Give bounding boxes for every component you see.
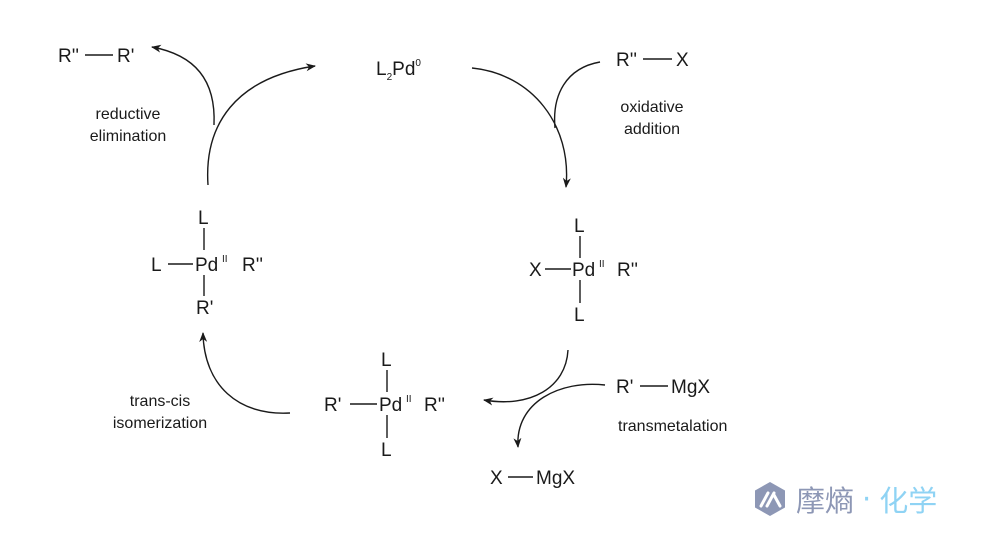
watermark-dot: ·: [862, 482, 872, 516]
product-r2: R'': [58, 46, 79, 67]
step-reductive-elimination-2: elimination: [90, 128, 166, 145]
svg-text:R'': R'': [424, 395, 445, 416]
step-reductive-elimination-1: reductive: [96, 106, 161, 123]
transmetalation-complex: L R' Pd II R'' L: [324, 350, 445, 461]
watermark: 摩熵 · 化学: [752, 478, 937, 520]
step-transmetalation: transmetalation: [618, 418, 727, 435]
svg-text:L: L: [381, 440, 392, 461]
step-oxidative-addition-2: addition: [624, 121, 680, 138]
svg-text:R': R': [324, 395, 341, 416]
step-isomerization-1: trans-cis: [130, 393, 190, 410]
substrate-r2: R'': [616, 50, 637, 71]
arrow-to-catalyst: [206, 63, 316, 186]
product-r1: R': [117, 46, 134, 67]
grignard-mgx: MgX: [671, 377, 710, 398]
arrow-transmetalation: [483, 349, 569, 406]
svg-text:X: X: [529, 260, 542, 281]
arrow-substrate-in: [553, 61, 601, 129]
svg-text:L: L: [151, 255, 162, 276]
svg-text:L: L: [574, 216, 585, 237]
svg-text:L: L: [198, 208, 209, 229]
svg-text:R': R': [196, 298, 213, 319]
catalyst-label: L2Pd0: [376, 58, 421, 83]
arrow-oxidative-addition: [471, 67, 571, 188]
svg-text:II: II: [406, 394, 412, 405]
watermark-brand: 摩熵: [796, 484, 855, 518]
arrow-grignard-to-byproduct: [513, 383, 606, 448]
svg-text:Pd: Pd: [379, 395, 402, 416]
arrow-to-product: [151, 44, 215, 126]
step-oxidative-addition-1: oxidative: [620, 99, 683, 116]
arrow-isomerization: [199, 332, 291, 414]
watermark-logo-icon: [755, 482, 785, 516]
oxidative-addition-complex: L X Pd II R'' L: [529, 216, 638, 326]
byproduct-x: X: [490, 468, 503, 489]
svg-text:L: L: [381, 350, 392, 371]
cis-complex: L L Pd II R'' R': [151, 208, 263, 319]
grignard-r1: R': [616, 377, 633, 398]
byproduct-mgx: MgX: [536, 468, 575, 489]
svg-text:L: L: [574, 305, 585, 326]
svg-text:R'': R'': [242, 255, 263, 276]
svg-text:Pd: Pd: [195, 255, 218, 276]
watermark-suffix: 化学: [879, 484, 938, 518]
svg-text:II: II: [599, 259, 605, 270]
substrate-x: X: [676, 50, 689, 71]
svg-text:Pd: Pd: [572, 260, 595, 281]
svg-text:R'': R'': [617, 260, 638, 281]
step-isomerization-2: isomerization: [113, 415, 207, 432]
svg-text:II: II: [222, 254, 228, 265]
